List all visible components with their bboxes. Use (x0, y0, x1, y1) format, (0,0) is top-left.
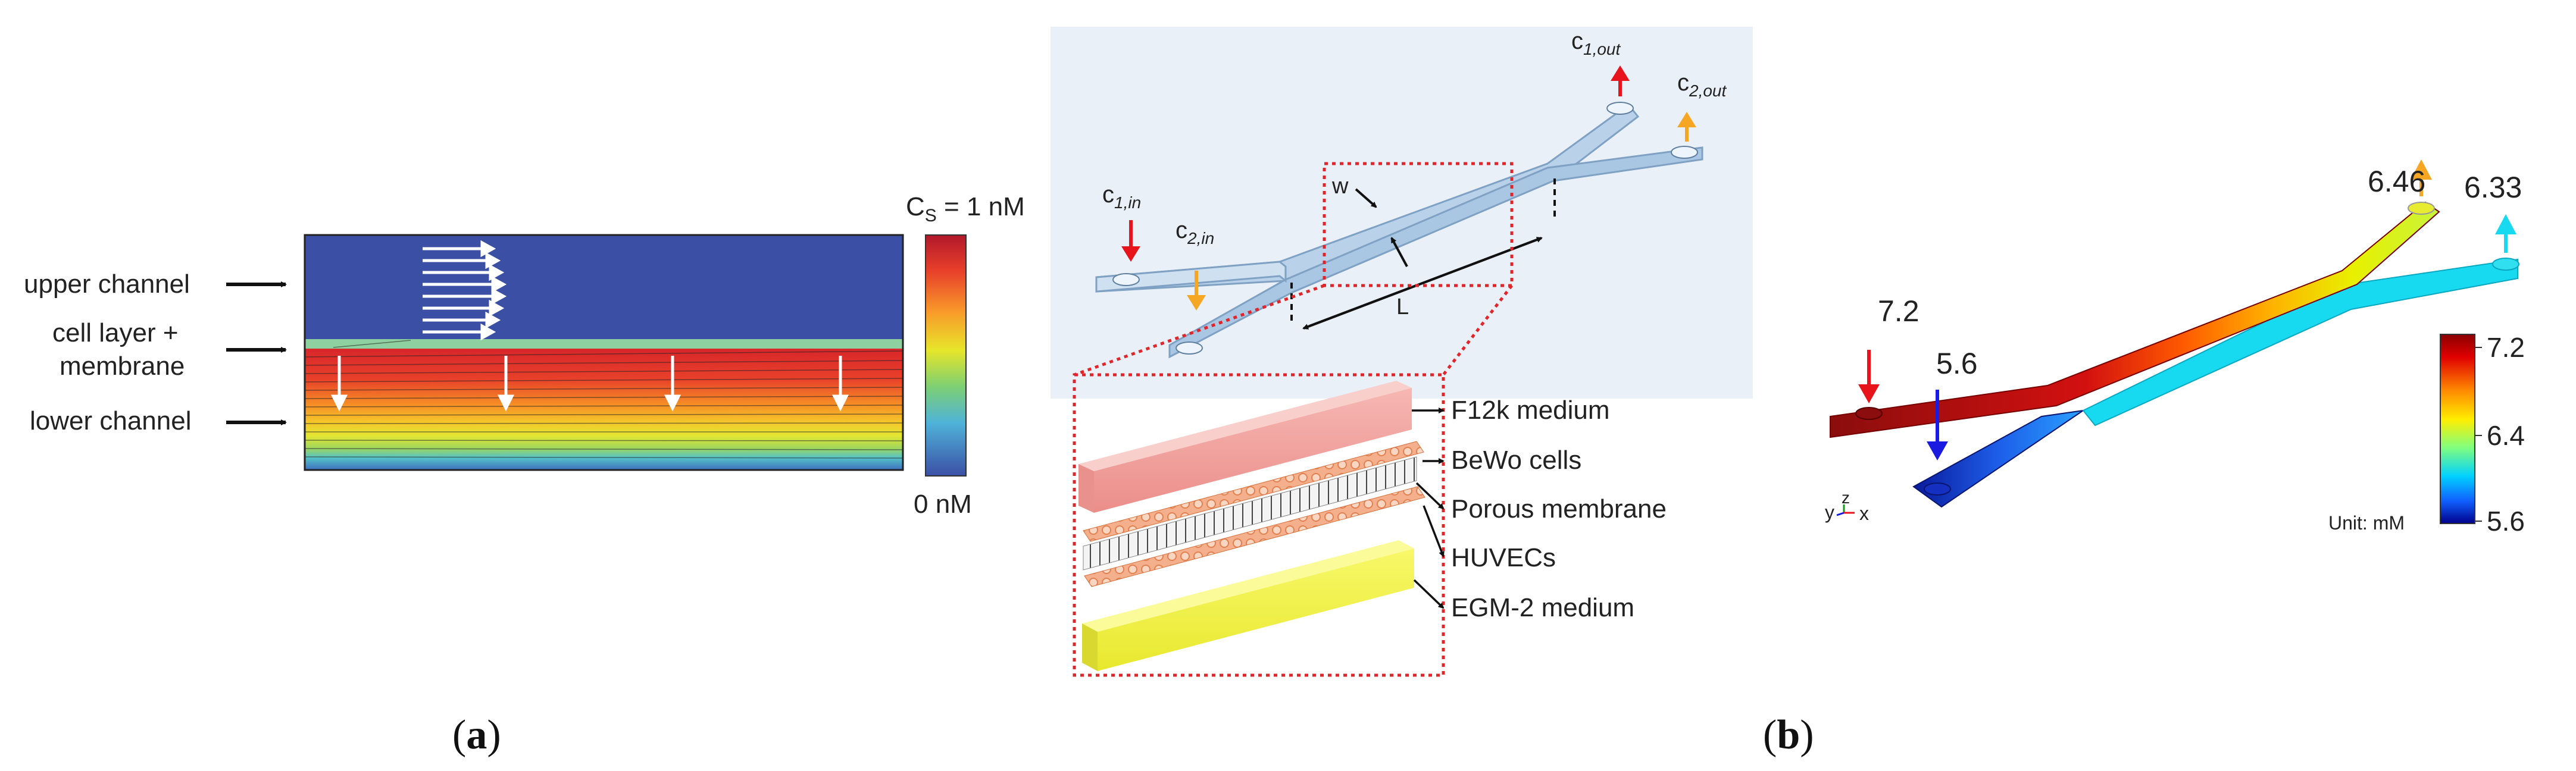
colorbar-b-unit: Unit: mM (2328, 512, 2405, 534)
panel-b-simulation: 7.2 5.6 6.46 6.33 y z x 7.2 6.4 5.6 Unit… (1825, 159, 2525, 537)
panel-a-letter: (a) (452, 712, 501, 758)
axes-triad: y z x (1825, 488, 1869, 524)
chip-wells (1112, 102, 1698, 355)
layer-callouts (1412, 408, 1445, 609)
label-upper-channel: upper channel (24, 269, 190, 299)
label-arrows (226, 281, 287, 425)
layer-label-f12k: F12k medium (1451, 396, 1610, 425)
layer-stack (1078, 381, 1425, 671)
colorbar-b: 7.2 6.4 5.6 Unit: mM (2328, 332, 2525, 537)
layer-label-membrane: Porous membrane (1451, 494, 1667, 524)
panel-b-letter: (b) (1763, 712, 1814, 758)
colorbar-b-bottom: 5.6 (2487, 506, 2525, 537)
sim-flow-arrows (1858, 159, 2516, 460)
panel-a: upper channel cell layer + membrane lowe… (24, 192, 1025, 758)
chip-flow-arrows (1121, 65, 1696, 311)
colorbar-b-mid: 6.4 (2487, 420, 2525, 451)
svg-text:y: y (1825, 502, 1834, 523)
label-c1-out: c1,out (1571, 28, 1621, 58)
svg-text:x: x (1859, 503, 1869, 524)
channel-domain (304, 234, 904, 471)
sim-value-outlet2: 6.33 (2464, 171, 2522, 204)
zoom-boxes (1073, 162, 1514, 677)
colorbar-b-top: 7.2 (2487, 332, 2525, 363)
label-c2-in: c2,in (1176, 217, 1214, 247)
label-c1-in: c1,in (1102, 181, 1141, 212)
label-c2-out: c2,out (1677, 70, 1727, 100)
label-membrane: membrane (60, 352, 185, 381)
colorbar-a-bottom-label: 0 nM (914, 490, 972, 519)
chip-background (1051, 27, 1753, 399)
svg-text:z: z (1842, 488, 1850, 507)
length-indicator (1290, 178, 1556, 330)
layer-label-egm2: EGM-2 medium (1451, 593, 1634, 622)
label-cell-layer: cell layer + (52, 318, 179, 347)
diffusion-arrows (330, 356, 849, 412)
colorbar-a: CS = 1 nM 0 nM (906, 192, 1025, 519)
sim-value-inlet1: 7.2 (1878, 294, 1920, 328)
panel-b-chip: c1,in c2,in c1,out c2,out w L (1051, 27, 1753, 677)
colorbar-a-top-label: CS = 1 nM (906, 192, 1025, 225)
label-w: w (1331, 174, 1349, 199)
sim-value-inlet2: 5.6 (1936, 347, 1978, 380)
label-L: L (1396, 294, 1409, 319)
sim-value-outlet1: 6.46 (2368, 165, 2425, 198)
flow-arrows (423, 240, 507, 341)
sim-branch-main (1830, 201, 2440, 438)
chip-body (1095, 103, 1703, 359)
layer-label-bewo: BeWo cells (1451, 446, 1581, 475)
layer-label-huvecs: HUVECs (1451, 543, 1556, 572)
label-lower-channel: lower channel (30, 406, 192, 435)
